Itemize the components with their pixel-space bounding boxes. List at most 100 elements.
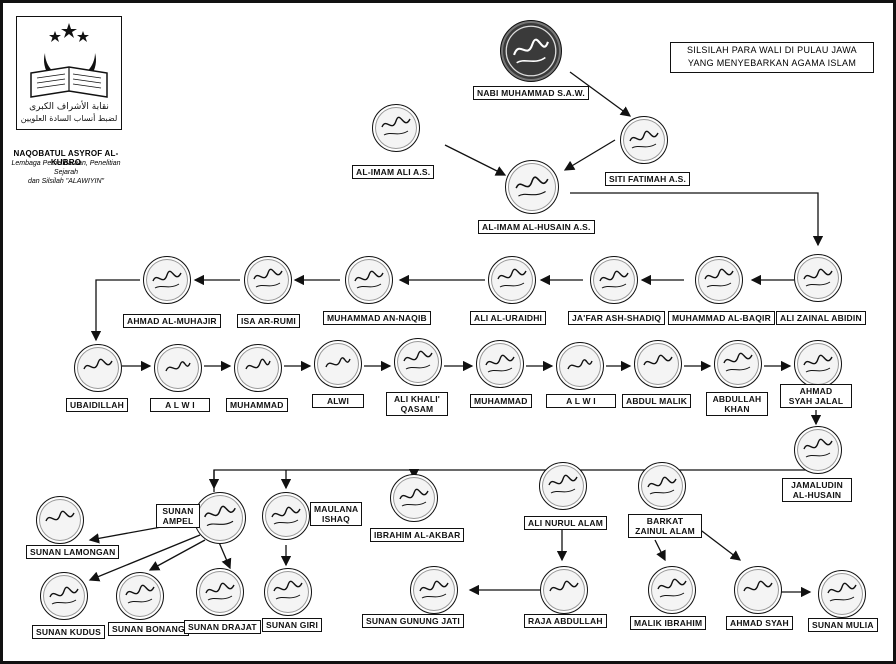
muhammad-1-seal bbox=[234, 344, 282, 392]
label-jamaludin-husain-line2: AL-HUSAIN bbox=[792, 490, 842, 500]
label-ahmad-syah-jalal: AHMAD SYAH JALAL bbox=[780, 384, 852, 408]
alwi-2-seal bbox=[314, 340, 362, 388]
logo-arabic-line1: نقابة الأشراف الكبرى bbox=[29, 100, 109, 112]
label-jafar-shadiq: JA'FAR ASH-SHADIQ bbox=[568, 311, 666, 325]
abdullah-khan-seal bbox=[714, 340, 762, 388]
label-jamaludin-husain-line1: JAMALUDIN bbox=[791, 480, 843, 490]
label-abdullah-khan-line2: KHAN bbox=[724, 404, 750, 414]
muhammad-2-seal bbox=[476, 340, 524, 388]
crescent-book-icon: نقابة الأشراف الكبرى لضبط أنساب السادة ا… bbox=[21, 23, 118, 123]
title-line-2: YANG MENYEBARKAN AGAMA ISLAM bbox=[687, 58, 857, 68]
label-sunan-mulia: SUNAN MULIA bbox=[808, 618, 878, 632]
label-sunan-ampel-line2: AMPEL bbox=[162, 516, 194, 526]
organization-desc-line2: dan Silsilah "ALAWIYIN" bbox=[27, 178, 105, 185]
label-ibrahim-akbar: IBRAHIM AL-AKBAR bbox=[370, 528, 465, 542]
organization-desc-line1: Lembaga Pemeliharaan, Penelitian Sejarah bbox=[11, 160, 121, 176]
ubaidillah-seal bbox=[74, 344, 122, 392]
nabi-muhammad-seal bbox=[500, 20, 562, 82]
label-sunan-ampel-line1: SUNAN bbox=[162, 506, 194, 516]
label-sunan-giri: SUNAN GIRI bbox=[262, 618, 323, 632]
ar-rumi-seal bbox=[244, 256, 292, 304]
al-uraidhi-seal bbox=[488, 256, 536, 304]
label-jamaludin-husain: JAMALUDIN AL-HUSAIN bbox=[782, 478, 852, 502]
imam-ali-seal bbox=[372, 104, 420, 152]
imam-husain-seal bbox=[505, 160, 559, 214]
zainal-abidin-seal bbox=[794, 254, 842, 302]
sunan-giri-seal bbox=[264, 568, 312, 616]
label-muhammad-2: MUHAMMAD bbox=[470, 394, 532, 408]
label-nabi-muhammad: NABI MUHAMMAD S.A.W. bbox=[473, 86, 589, 100]
diagram-title: SILSILAH PARA WALI DI PULAU JAWA YANG ME… bbox=[670, 42, 874, 73]
label-sunan-ampel: SUNAN AMPEL bbox=[156, 504, 200, 528]
label-alwi-1: A L W I bbox=[150, 398, 210, 412]
title-line-1: SILSILAH PARA WALI DI PULAU JAWA bbox=[687, 45, 857, 55]
label-khali-qasam: ALI KHALI' QASAM bbox=[386, 392, 448, 416]
label-sunan-kudus: SUNAN KUDUS bbox=[32, 625, 106, 639]
logo-arabic-line2: لضبط أنساب السادة العلويين bbox=[21, 113, 118, 123]
alwi-3-seal bbox=[556, 342, 604, 390]
sunan-kudus-seal bbox=[40, 572, 88, 620]
label-abdullah-khan: ABDULLAH KHAN bbox=[706, 392, 768, 416]
al-baqir-seal bbox=[695, 256, 743, 304]
sunan-drajat-seal bbox=[196, 568, 244, 616]
siti-fatimah-seal bbox=[620, 116, 668, 164]
label-imam-ali: AL-IMAM ALI A.S. bbox=[352, 165, 435, 179]
maulana-ishaq-seal bbox=[262, 492, 310, 540]
malik-ibrahim-seal bbox=[648, 566, 696, 614]
label-malik-ibrahim: MALIK IBRAHIM bbox=[630, 616, 707, 630]
sunan-bonang-seal bbox=[116, 572, 164, 620]
label-ali-nurul-alam: ALI NURUL ALAM bbox=[524, 516, 608, 530]
barkat-zainul-alam-seal bbox=[638, 462, 686, 510]
an-naqib-seal bbox=[345, 256, 393, 304]
label-raja-abdullah: RAJA ABDULLAH bbox=[524, 614, 607, 628]
khali-qasam-seal bbox=[394, 338, 442, 386]
label-alwi-3: A L W I bbox=[546, 394, 616, 408]
label-ahmad-syah-jalal-line1: AHMAD bbox=[799, 386, 833, 396]
ahmad-syah-seal bbox=[734, 566, 782, 614]
label-sunan-gunung-jati: SUNAN GUNUNG JATI bbox=[362, 614, 464, 628]
abdul-malik-seal bbox=[634, 340, 682, 388]
raja-abdullah-seal bbox=[540, 566, 588, 614]
sunan-ampel-seal bbox=[194, 492, 246, 544]
sunan-mulia-seal bbox=[818, 570, 866, 618]
sunan-lamongan-seal bbox=[36, 496, 84, 544]
label-an-naqib: MUHAMMAD AN-NAQIB bbox=[323, 311, 431, 325]
label-ahmad-syah: AHMAD SYAH bbox=[726, 616, 793, 630]
sunan-gunung-jati-seal bbox=[410, 566, 458, 614]
label-sunan-drajat: SUNAN DRAJAT bbox=[184, 620, 261, 634]
label-al-muhajir: AHMAD AL-MUHAJIR bbox=[123, 314, 221, 328]
label-imam-husain: AL-IMAM AL-HUSAIN A.S. bbox=[478, 220, 595, 234]
al-muhajir-seal bbox=[143, 256, 191, 304]
label-alwi-2: ALWI bbox=[312, 394, 364, 408]
label-muhammad-1: MUHAMMAD bbox=[226, 398, 288, 412]
organization-name: NAQOBATUL ASYROF AL-KUBRO bbox=[13, 149, 119, 167]
label-ahmad-syah-jalal-line2: SYAH JALAL bbox=[788, 396, 844, 406]
label-sunan-bonang: SUNAN BONANG bbox=[108, 622, 189, 636]
ibrahim-akbar-seal bbox=[390, 474, 438, 522]
label-maulana-ishaq: MAULANA ISHAQ bbox=[310, 502, 362, 526]
label-maulana-line2: ISHAQ bbox=[322, 514, 350, 524]
label-barkat-zainul-alam: BARKAT ZAINUL ALAM bbox=[628, 514, 702, 538]
label-siti-fatimah: SITI FATIMAH A.S. bbox=[605, 172, 691, 186]
alwi-1-seal bbox=[154, 344, 202, 392]
label-abdullah-khan-line1: ABDULLAH bbox=[712, 394, 762, 404]
label-barkat-line2: ZAINUL ALAM bbox=[635, 526, 695, 536]
label-sunan-lamongan: SUNAN LAMONGAN bbox=[26, 545, 120, 559]
label-abdul-malik: ABDUL MALIK bbox=[622, 394, 692, 408]
organization-description: Lembaga Pemeliharaan, Penelitian Sejarah… bbox=[6, 159, 126, 186]
label-ubaidillah: UBAIDILLAH bbox=[66, 398, 128, 412]
label-ar-rumi: ISA AR-RUMI bbox=[237, 314, 300, 328]
jafar-shadiq-seal bbox=[590, 256, 638, 304]
label-maulana-line1: MAULANA bbox=[314, 504, 359, 514]
label-al-baqir: MUHAMMAD AL-BAQIR bbox=[668, 311, 775, 325]
label-al-uraidhi: ALI AL-URAIDHI bbox=[470, 311, 547, 325]
label-khali-qasam-line2: QASAM bbox=[400, 404, 434, 414]
label-zainal-abidin: ALI ZAINAL ABIDIN bbox=[776, 311, 866, 325]
organization-logo: نقابة الأشراف الكبرى لضبط أنساب السادة ا… bbox=[16, 16, 122, 130]
ali-nurul-alam-seal bbox=[539, 462, 587, 510]
label-khali-qasam-line1: ALI KHALI' bbox=[393, 394, 441, 404]
jamaludin-husain-seal bbox=[794, 426, 842, 474]
label-barkat-line1: BARKAT bbox=[646, 516, 684, 526]
